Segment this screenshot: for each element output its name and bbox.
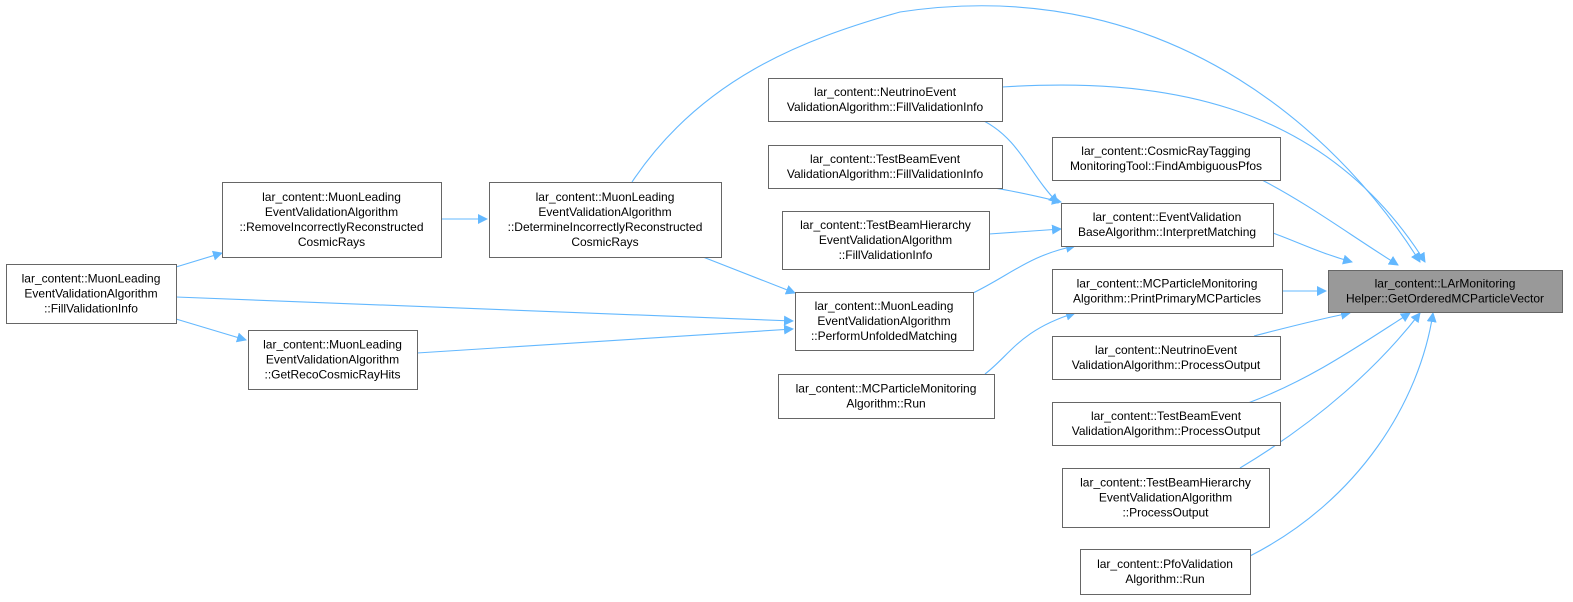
node-label-line: EventValidationAlgorithm (1099, 491, 1232, 505)
node-box (795, 292, 974, 351)
edge-muon_fill-to-muon_getreco (175, 318, 247, 343)
edge-muon_fill-to-muon_perform (175, 296, 794, 326)
edge-muon_perform-to-evb_interpret (972, 242, 1076, 294)
node-box (768, 78, 1003, 122)
node-label-line: MonitoringTool::FindAmbiguousPfos (1070, 159, 1262, 173)
node-label-line: EventValidationAlgorithm (538, 205, 671, 219)
node-label-line: Algorithm::Run (1125, 572, 1204, 586)
node-tbh-fill[interactable]: lar_content::TestBeamHierarchyEventValid… (782, 211, 990, 270)
edge-muon_fill-to-muon_remove (175, 250, 223, 268)
node-label-line: lar_content::TestBeamEvent (810, 152, 961, 166)
node-mc-print[interactable]: lar_content::MCParticleMonitoringAlgorit… (1052, 269, 1283, 314)
edge-nu_fill-to-evb_interpret (983, 120, 1059, 204)
node-box (1052, 402, 1281, 446)
edge-nu_fill-to-target (1001, 84, 1426, 263)
edge-muon_determine-to-target (631, 5, 1421, 263)
node-label-line: ValidationAlgorithm::ProcessOutput (1072, 424, 1261, 438)
edge-tbh_fill-to-evb_interpret (988, 224, 1062, 235)
node-tb-fill[interactable]: lar_content::TestBeamEventValidationAlgo… (768, 145, 1003, 189)
node-label-line: ::FillValidationInfo (839, 248, 933, 262)
node-label-line: ::DetermineIncorrectlyReconstructed (508, 220, 703, 234)
node-cosmic-tag[interactable]: lar_content::CosmicRayTaggingMonitoringT… (1052, 137, 1281, 181)
node-evb-interpret[interactable]: lar_content::EventValidationBaseAlgorith… (1061, 203, 1274, 247)
node-label-line: Algorithm::Run (846, 397, 925, 411)
node-label-line: ::FillValidationInfo (44, 302, 138, 316)
node-label-line: lar_content::MuonLeading (536, 190, 675, 204)
node-label-line: Algorithm::PrintPrimaryMCParticles (1073, 292, 1261, 306)
edge-tb_process-to-target (1247, 312, 1411, 404)
node-box (1061, 203, 1274, 247)
node-label-line: Helper::GetOrderedMCParticleVector (1346, 292, 1544, 306)
node-label-line: ValidationAlgorithm::ProcessOutput (1072, 358, 1261, 372)
node-box (6, 264, 177, 324)
node-label-line: ::ProcessOutput (1122, 506, 1209, 520)
node-label-line: lar_content::TestBeamEvent (1091, 409, 1242, 423)
nodes-layer: lar_content::LArMonitoringHelper::GetOrd… (6, 78, 1563, 595)
node-box (782, 211, 990, 270)
node-box (1328, 270, 1563, 313)
node-label-line: lar_content::CosmicRayTagging (1081, 144, 1250, 158)
node-box (1052, 137, 1281, 181)
node-nu-process[interactable]: lar_content::NeutrinoEventValidationAlgo… (1052, 336, 1281, 380)
node-label-line: EventValidationAlgorithm (817, 314, 950, 328)
node-label-line: ::PerformUnfoldedMatching (811, 329, 957, 343)
node-box (248, 330, 418, 390)
node-label-line: ::RemoveIncorrectlyReconstructed (239, 220, 423, 234)
node-muon-getreco[interactable]: lar_content::MuonLeadingEventValidationA… (248, 330, 418, 390)
node-label-line: lar_content::PfoValidation (1097, 557, 1233, 571)
node-label-line: CosmicRays (571, 235, 638, 249)
node-label-line: ValidationAlgorithm::FillValidationInfo (787, 167, 984, 181)
edge-muon_determine-to-muon_perform (702, 256, 796, 295)
focus-node-target: lar_content::LArMonitoringHelper::GetOrd… (1328, 270, 1563, 313)
node-label-line: lar_content::NeutrinoEvent (814, 85, 957, 99)
node-box (1052, 269, 1283, 314)
node-label-line: lar_content::MuonLeading (815, 299, 954, 313)
node-tbh-process[interactable]: lar_content::TestBeamHierarchyEventValid… (1062, 468, 1270, 528)
node-label-line: lar_content::MCParticleMonitoring (1077, 277, 1258, 291)
node-label-line: BaseAlgorithm::InterpretMatching (1078, 225, 1256, 239)
node-label-line: lar_content::MuonLeading (262, 190, 401, 204)
node-muon-determine[interactable]: lar_content::MuonLeadingEventValidationA… (489, 182, 722, 258)
node-box (489, 182, 722, 258)
node-label-line: lar_content::MuonLeading (263, 338, 402, 352)
edge-muon_getreco-to-muon_perform (416, 324, 794, 354)
node-nu-fill[interactable]: lar_content::NeutrinoEventValidationAlgo… (768, 78, 1003, 122)
node-label-line: lar_content::TestBeamHierarchy (800, 218, 971, 232)
node-label-line: lar_content::LArMonitoring (1375, 277, 1516, 291)
edge-mc_run-to-mc_print (984, 310, 1076, 375)
node-label-line: EventValidationAlgorithm (265, 205, 398, 219)
node-box (1062, 468, 1270, 528)
node-label-line: EventValidationAlgorithm (266, 353, 399, 367)
node-label-line: lar_content::MuonLeading (22, 272, 161, 286)
node-label-line: EventValidationAlgorithm (819, 233, 952, 247)
node-box (768, 145, 1003, 189)
node-box (778, 374, 995, 419)
edge-pfo_run-to-target (1249, 312, 1437, 557)
node-box (1052, 336, 1281, 380)
node-label-line: ValidationAlgorithm::FillValidationInfo (787, 100, 984, 114)
edge-cosmic_tag-to-target (1261, 179, 1399, 266)
node-muon-remove[interactable]: lar_content::MuonLeadingEventValidationA… (222, 182, 442, 258)
edges-layer (175, 5, 1437, 557)
node-muon-perform[interactable]: lar_content::MuonLeadingEventValidationA… (795, 292, 974, 351)
node-label-line: lar_content::MCParticleMonitoring (796, 382, 977, 396)
node-label-line: ::GetRecoCosmicRayHits (264, 368, 400, 382)
node-label-line: lar_content::NeutrinoEvent (1095, 343, 1238, 357)
node-muon-fill[interactable]: lar_content::MuonLeadingEventValidationA… (6, 264, 177, 324)
node-label-line: lar_content::EventValidation (1093, 210, 1242, 224)
node-box (1080, 549, 1251, 595)
edge-tbh_process-to-target (1239, 312, 1421, 469)
node-label-line: EventValidationAlgorithm (24, 287, 157, 301)
edge-nu_process-to-target (1253, 309, 1351, 337)
node-box (222, 182, 442, 258)
edge-evb_interpret-to-target (1272, 232, 1353, 265)
node-tb-process[interactable]: lar_content::TestBeamEventValidationAlgo… (1052, 402, 1281, 446)
node-mc-run[interactable]: lar_content::MCParticleMonitoringAlgorit… (778, 374, 995, 419)
edge-tb_fill-to-evb_interpret (993, 187, 1062, 205)
node-label-line: CosmicRays (298, 235, 365, 249)
node-label-line: lar_content::TestBeamHierarchy (1080, 476, 1251, 490)
